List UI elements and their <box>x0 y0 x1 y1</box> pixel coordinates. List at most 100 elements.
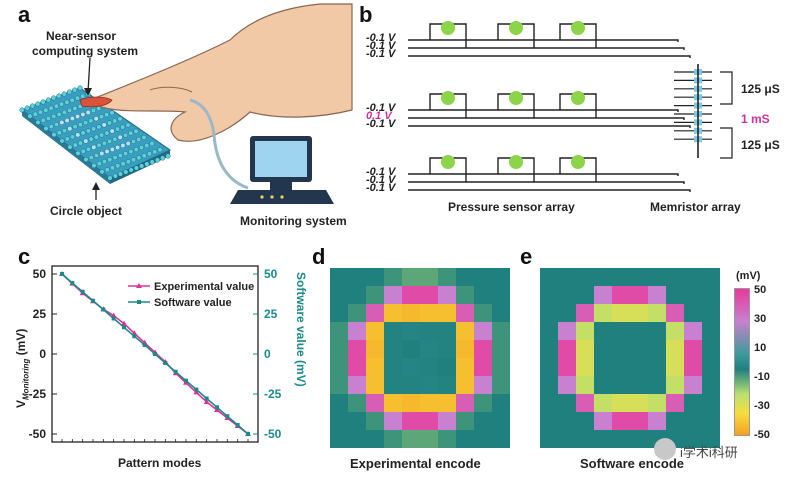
sensor-bump <box>149 141 155 147</box>
heatmap-cell <box>330 322 349 341</box>
heatmap-cell <box>630 340 649 359</box>
heatmap-cell <box>420 412 439 431</box>
heatmap-cell <box>366 394 385 413</box>
pressure-sensor-node <box>509 21 523 35</box>
heatmap-cell <box>594 268 613 287</box>
watermark-text: i学术i科研 <box>680 445 738 460</box>
sensor-bump <box>133 147 139 153</box>
sensor-bump <box>27 113 33 119</box>
monitoring-system-label: Monitoring system <box>240 214 347 228</box>
heatmap-cell <box>330 358 349 377</box>
heatmap-cell <box>366 286 385 305</box>
heatmap-cell <box>474 322 493 341</box>
heatmap-cell <box>348 430 367 448</box>
data-point <box>203 399 210 404</box>
sensor-bump <box>67 144 73 150</box>
sensor-bump <box>123 151 129 157</box>
experimental-heatmap <box>330 268 510 448</box>
sensor-bump <box>80 148 86 154</box>
conductance-mid-label: 1 mS <box>741 112 770 126</box>
heatmap-cell <box>684 340 703 359</box>
heatmap-cell <box>702 394 720 413</box>
heatmap-cell <box>594 376 613 395</box>
voltage-label: -0.1 V <box>366 40 396 52</box>
y2-tick-label: 50 <box>264 267 278 281</box>
heatmap-cell <box>456 268 475 287</box>
heatmap-cell <box>630 430 649 448</box>
heatmap-cell <box>456 340 475 359</box>
legend-marker <box>136 283 142 288</box>
pressure-sensor-node <box>571 155 585 169</box>
sensor-bump <box>109 128 115 134</box>
sensor-bump <box>56 130 62 136</box>
sensor-bump <box>117 116 123 122</box>
heatmap-cell <box>558 304 577 323</box>
legend-label: Software value <box>154 297 232 309</box>
sensor-bump <box>45 97 51 103</box>
sensor-bump <box>88 118 94 124</box>
heatmap-cell <box>612 304 631 323</box>
sensor-bump <box>35 119 41 125</box>
heatmap-cell <box>540 394 559 413</box>
sensor-bump <box>19 107 25 113</box>
heatmap-cell <box>666 322 685 341</box>
sensor-bump <box>117 134 123 140</box>
heatmap-cell <box>540 358 559 377</box>
sensor-bump <box>40 117 46 123</box>
heatmap-cell <box>348 322 367 341</box>
heatmap-cell <box>384 340 403 359</box>
sensor-bump <box>72 124 78 130</box>
heatmap-cell <box>384 304 403 323</box>
heatmap-cell <box>666 340 685 359</box>
heatmap-cell <box>594 394 613 413</box>
heatmap-cell <box>384 286 403 305</box>
heatmap-cell <box>438 376 457 395</box>
colorbar <box>734 288 750 436</box>
heatmap-cell <box>612 286 631 305</box>
colorbar-tick: -30 <box>754 400 770 412</box>
sensor-bump <box>67 126 73 132</box>
sensor-bump <box>106 120 113 126</box>
sensor-bump <box>112 118 118 124</box>
heatmap-cell <box>474 304 493 323</box>
sensor-bump <box>109 110 115 116</box>
sensor-bump <box>112 173 118 179</box>
heatmap-cell <box>420 286 439 305</box>
heatmap-cell <box>456 286 475 305</box>
heatmap-cell <box>540 430 559 448</box>
colorbar-tick: 10 <box>754 342 767 354</box>
heatmap-cell <box>492 412 510 431</box>
sensor-bump <box>120 124 126 130</box>
heatmap-cell <box>492 430 510 448</box>
data-point <box>91 298 95 303</box>
sensor-bump <box>75 132 81 138</box>
sensor-bump <box>144 161 150 167</box>
heatmap-cell <box>576 376 595 395</box>
sensor-bump <box>101 140 107 146</box>
heatmap-cell <box>420 322 439 341</box>
heatmap-cell <box>558 358 577 377</box>
heatmap-cell <box>492 376 510 395</box>
sensor-bump <box>53 103 59 109</box>
heatmap-cell <box>366 376 385 395</box>
heatmap-cell <box>438 268 457 287</box>
heatmap-cell <box>384 358 403 377</box>
heatmap-cell <box>702 376 720 395</box>
sensor-bump <box>59 101 65 107</box>
heatmap-cell <box>576 412 595 431</box>
heatmap-cell <box>630 286 649 305</box>
legend-label: Experimental value <box>154 281 254 293</box>
pressure-sensor-node <box>441 21 455 35</box>
heatmap-cell <box>576 430 595 448</box>
data-point <box>214 407 220 412</box>
sensor-bump <box>112 155 118 161</box>
heatmap-cell <box>348 358 367 377</box>
heatmap-cell <box>648 412 667 431</box>
heatmap-cell <box>594 430 613 448</box>
sensor-bump <box>91 163 97 169</box>
sensor-bumps <box>19 85 171 181</box>
heatmap-cell <box>540 322 559 341</box>
data-point <box>142 343 147 348</box>
heatmap-cell <box>702 268 720 287</box>
